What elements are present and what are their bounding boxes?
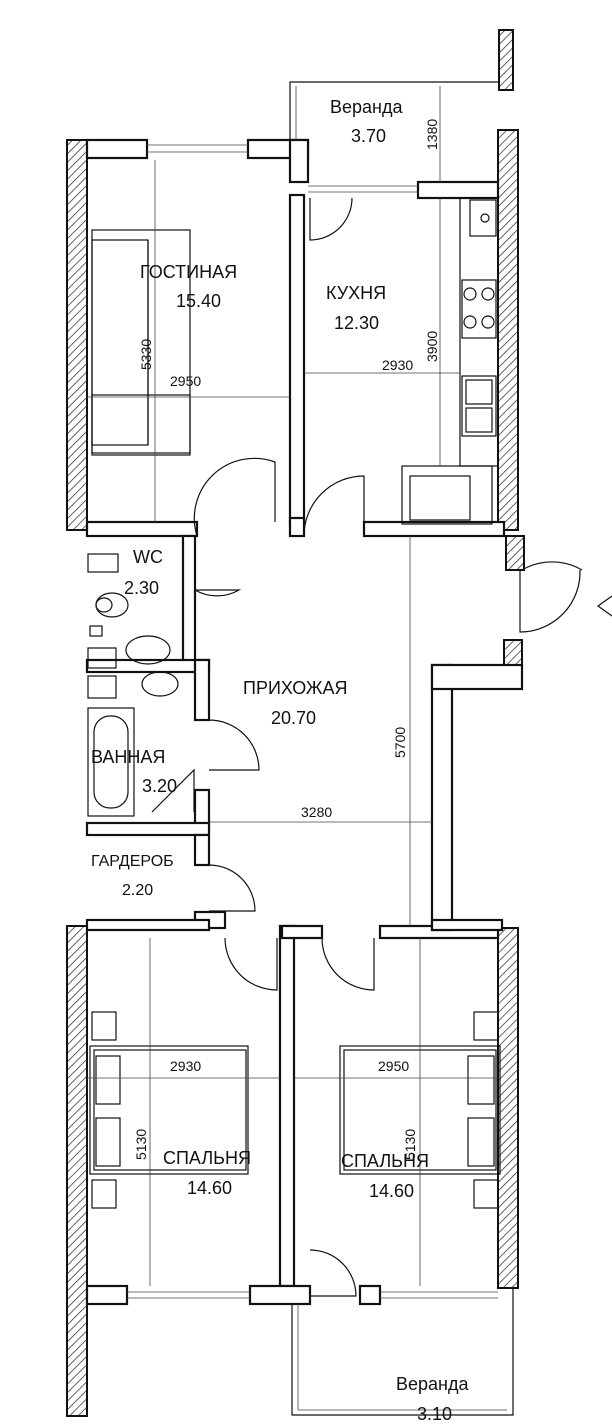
room-area: 2.20 [122,882,153,899]
room-name: Веранда [330,97,403,117]
dimension-label: 5130 [402,1129,418,1160]
room-name: WC [133,547,163,567]
room-area: 3.70 [351,126,386,146]
interior-walls [85,138,524,1306]
room-area: 15.40 [176,291,221,311]
right-veranda-wall-top [498,29,514,91]
room-name: ВАННАЯ [91,747,165,767]
dimension-label: 2950 [170,373,201,389]
dimension-label: 1380 [424,119,440,150]
dimension-label: 5700 [392,727,408,758]
room-name: ГАРДЕРОБ [91,853,174,870]
room-name: ГОСТИНАЯ [140,262,237,282]
dimension-label: 3280 [301,804,332,820]
dimension-label: 2930 [382,357,413,373]
room-area: 2.30 [124,578,159,598]
room-name: КУХНЯ [326,283,386,303]
room-name: СПАЛЬНЯ [341,1151,429,1171]
bed-left [89,1011,249,1209]
left-exterior-wall-upper [66,139,88,531]
doors [193,197,583,1297]
bathroom-fixtures [87,553,195,817]
right-exterior-wall-lower [497,927,519,1289]
dimension-labels: 1380 5330 2950 2930 3900 5700 3280 2930 … [133,119,440,1160]
room-name: Веранда [396,1374,469,1394]
dimension-label: 2950 [378,1058,409,1074]
dimension-lines [87,160,498,1286]
room-name: СПАЛЬНЯ [163,1148,251,1168]
right-exterior-wall-upper [497,129,519,531]
top-veranda [289,81,499,182]
exterior-walls [66,29,525,1417]
sofa [91,229,191,456]
kitchen-counter [401,197,499,525]
stair-wall-bottom [503,639,523,667]
left-exterior-wall-lower [66,925,88,1417]
dimension-label: 3900 [424,331,440,362]
room-area: 3.10 [417,1404,452,1424]
bottom-veranda [291,1288,514,1416]
dimension-label: 5130 [133,1129,149,1160]
room-area: 14.60 [369,1181,414,1201]
dimension-label: 5330 [138,339,154,370]
dimension-label: 2930 [170,1058,201,1074]
room-labels: Веранда 3.70 ГОСТИНАЯ 15.40 КУХНЯ 12.30 … [91,97,469,1424]
stair-wall-top [505,535,525,571]
windows [127,144,498,1299]
entrance-arrow-icon [596,595,612,617]
room-area: 12.30 [334,313,379,333]
room-area: 20.70 [271,708,316,728]
room-area: 3.20 [142,776,177,796]
room-area: 14.60 [187,1178,232,1198]
room-name: ПРИХОЖАЯ [243,678,348,698]
